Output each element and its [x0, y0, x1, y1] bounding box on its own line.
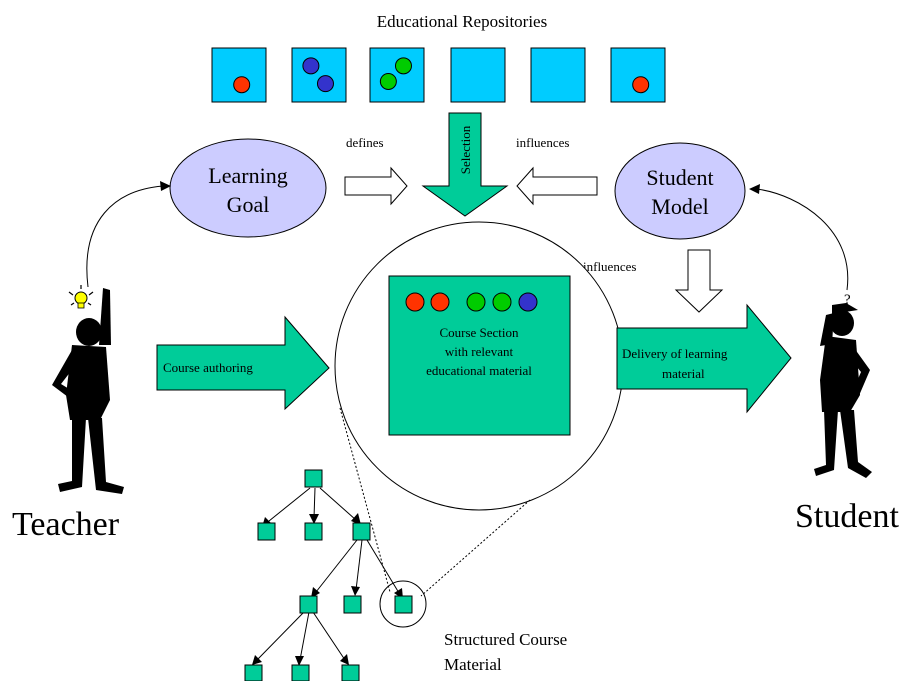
zoom-line-right — [420, 499, 531, 597]
tree-node — [394, 595, 413, 614]
resource-dot — [394, 57, 412, 75]
course-section-line3: educational material — [426, 363, 532, 378]
tree-node — [304, 469, 323, 488]
material-dot — [405, 292, 425, 312]
tree-node — [257, 522, 276, 541]
teacher-icon — [52, 285, 124, 494]
repository-box — [211, 47, 267, 103]
student-model-node: Student Model — [614, 142, 746, 240]
course-section-dots — [405, 292, 538, 312]
teacher-label: Teacher — [12, 506, 120, 543]
course-tree — [244, 469, 427, 681]
resource-dot — [316, 75, 334, 93]
course-section-line2: with relevant — [445, 344, 514, 359]
influences-down-arrow — [674, 249, 724, 313]
tree-node — [291, 664, 310, 681]
material-dot — [518, 292, 538, 312]
learning-goal-line1: Learning — [208, 163, 287, 188]
question-mark-icon: ? — [844, 292, 851, 308]
tree-node — [352, 522, 371, 541]
influences-side-label: influences — [583, 259, 636, 274]
influences-top-label: influences — [516, 135, 569, 150]
repository-box — [369, 47, 425, 103]
material-dot — [430, 292, 450, 312]
course-section-box: Course Section with relevant educational… — [388, 275, 571, 436]
student-model-line1: Student — [646, 165, 713, 190]
tree-node — [341, 664, 360, 681]
resource-dot — [632, 76, 650, 94]
course-authoring-label: Course authoring — [163, 360, 253, 375]
student-to-model-connector — [749, 184, 849, 291]
repositories-title: Educational Repositories — [377, 12, 547, 31]
repository-box — [291, 47, 347, 103]
structured-label-line2: Material — [444, 655, 502, 674]
resource-dot — [233, 76, 251, 94]
influences-top-arrow — [516, 166, 598, 206]
tree-node — [343, 595, 362, 614]
resource-dot — [379, 72, 397, 90]
tree-node — [299, 595, 318, 614]
student-label: Student — [795, 498, 899, 535]
repository-row — [211, 47, 666, 103]
tree-node — [244, 664, 263, 681]
learning-goal-line2: Goal — [227, 192, 270, 217]
student-icon: ? — [814, 292, 872, 478]
course-section-line1: Course Section — [439, 325, 519, 340]
defines-arrow — [344, 166, 408, 206]
selection-label: Selection — [458, 125, 473, 174]
delivery-label-line2: material — [662, 366, 705, 381]
material-dot — [466, 292, 486, 312]
selection-arrow: Selection — [421, 112, 509, 217]
student-model-line2: Model — [651, 194, 708, 219]
repository-box — [530, 47, 586, 103]
repository-box — [450, 47, 506, 103]
tree-highlight-circle — [379, 580, 427, 628]
delivery-arrow: Delivery of learning material — [616, 303, 792, 414]
material-dot — [492, 292, 512, 312]
defines-label: defines — [346, 135, 384, 150]
tree-node — [304, 522, 323, 541]
teacher-to-goal-connector — [86, 181, 171, 288]
structured-label-line1: Structured Course — [444, 630, 567, 649]
course-authoring-arrow: Course authoring — [156, 315, 330, 411]
learning-goal-node: Learning Goal — [169, 138, 327, 238]
delivery-label-line1: Delivery of learning — [622, 346, 728, 361]
repository-box — [610, 47, 666, 103]
resource-dot — [302, 57, 320, 75]
